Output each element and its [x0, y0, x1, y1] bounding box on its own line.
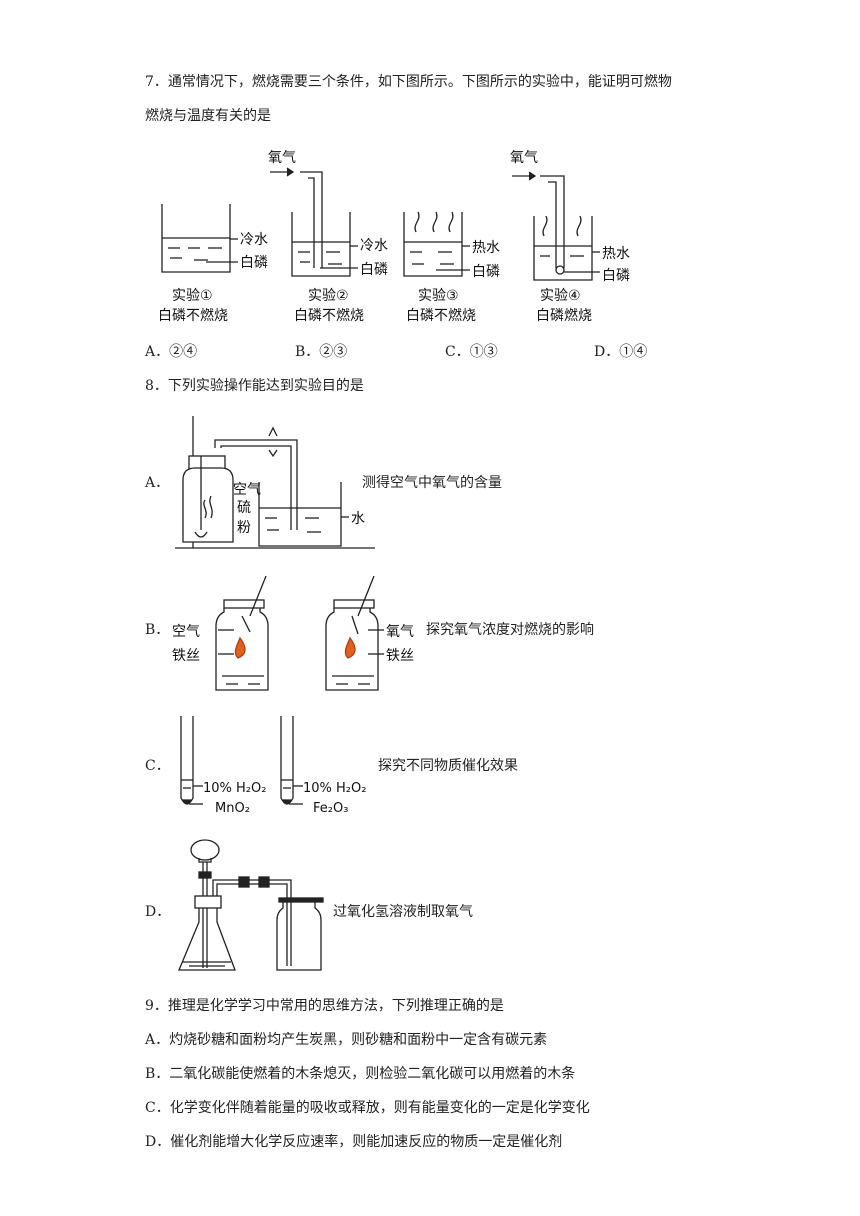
q8b-label-wire-2: 铁丝 [386, 648, 414, 664]
beaker-exp4 [533, 175, 600, 281]
q8-option-c-letter[interactable]: C． [145, 758, 170, 774]
q8a-label-water: 水 [351, 511, 365, 527]
q9-option-c[interactable]: C．化学变化伴随着能量的吸收或释放，则有能量变化的一定是化学变化 [145, 1100, 590, 1116]
label-exp1: 实验① [172, 288, 213, 304]
q9-option-b[interactable]: B．二氧化碳能使燃着的木条熄灭，则检验二氧化碳可以用燃着的木条 [145, 1066, 576, 1082]
q8-option-b-letter[interactable]: B． [145, 622, 170, 638]
q8-option-c-desc: 探究不同物质催化效果 [378, 758, 518, 774]
q7-figure: 冷水 白磷 实验① 白磷不燃烧 氧气 冷水 白磷 实验② 白磷不燃烧 热水 白磷… [158, 150, 630, 324]
q9-option-d[interactable]: D．催化剂能增大化学反应速率，则能加速反应的物质一定是催化剂 [145, 1134, 563, 1150]
q8-option-b-desc: 探究氧气浓度对燃烧的影响 [426, 622, 594, 638]
q8a-label-sulfur-2: 粉 [237, 520, 251, 536]
q8c-label-fe2o3: Fe₂O₃ [313, 801, 348, 816]
q8a-label-sulfur-1: 硫 [237, 500, 251, 516]
q7-stem-line1: 7．通常情况下，燃烧需要三个条件，如下图所示。下图所示的实验中，能证明可燃物 [145, 74, 672, 90]
q9-option-a[interactable]: A．灼烧砂糖和面粉均产生炭黑，则砂糖和面粉中一定含有碳元素 [145, 1032, 548, 1048]
result-exp1: 白磷不燃烧 [158, 307, 228, 324]
q8c-label-h2o2-1: 10% H₂O₂ [203, 781, 266, 796]
label-white-p-3: 白磷 [472, 264, 500, 280]
label-white-p-1: 白磷 [240, 255, 268, 271]
q8c-label-h2o2-2: 10% H₂O₂ [303, 781, 366, 796]
beaker-exp3 [403, 211, 470, 277]
result-exp4: 白磷燃烧 [536, 307, 592, 324]
label-hot-water-3: 热水 [472, 240, 500, 256]
q9-stem: 9．推理是化学学习中常用的思维方法，下列推理正确的是 [145, 998, 504, 1014]
q8b-label-oxygen: 氧气 [386, 624, 414, 640]
q8-a-apparatus: 空气 硫 粉 水 [175, 416, 375, 549]
label-cold-water-1: 冷水 [240, 232, 268, 248]
label-exp3: 实验③ [418, 288, 459, 304]
label-oxygen-4: 氧气 [510, 150, 538, 166]
q7-option-d[interactable]: D．①④ [594, 344, 648, 360]
q8-option-a-letter[interactable]: A． [145, 475, 170, 491]
q8-option-d-desc: 过氧化氢溶液制取氧气 [333, 904, 473, 920]
result-exp2: 白磷不燃烧 [294, 307, 364, 324]
q8b-label-wire-1: 铁丝 [172, 648, 200, 664]
label-hot-water-4: 热水 [602, 246, 630, 262]
result-exp3: 白磷不燃烧 [406, 307, 476, 324]
q7-option-a[interactable]: A．②④ [145, 344, 198, 360]
q8-b-apparatus: 空气 铁丝 氧气 铁丝 [172, 575, 414, 691]
label-white-p-2: 白磷 [360, 262, 388, 278]
q8-option-d-letter[interactable]: D． [145, 904, 171, 920]
label-exp4: 实验④ [540, 288, 581, 304]
q7-stem-line2: 燃烧与温度有关的是 [145, 108, 271, 124]
label-white-p-4: 白磷 [602, 268, 630, 284]
q8c-label-mno2: MnO₂ [215, 801, 250, 816]
q7-option-b[interactable]: B．②③ [295, 344, 348, 360]
q8-d-apparatus [178, 839, 324, 971]
beaker-exp2 [291, 171, 358, 277]
q8a-label-air: 空气 [233, 482, 261, 498]
q8-stem: 8．下列实验操作能达到实验目的是 [145, 378, 364, 394]
label-exp2: 实验② [308, 288, 349, 304]
q8-c-apparatus: 10% H₂O₂ MnO₂ 10% H₂O₂ Fe₂O₃ [180, 716, 366, 816]
q8-option-a-desc: 测得空气中氧气的含量 [362, 475, 502, 491]
beaker-exp1 [161, 204, 238, 273]
q7-option-c[interactable]: C．①③ [445, 344, 498, 360]
q8b-label-air: 空气 [172, 624, 200, 640]
label-cold-water-2: 冷水 [360, 238, 388, 254]
label-oxygen-2: 氧气 [268, 150, 296, 166]
